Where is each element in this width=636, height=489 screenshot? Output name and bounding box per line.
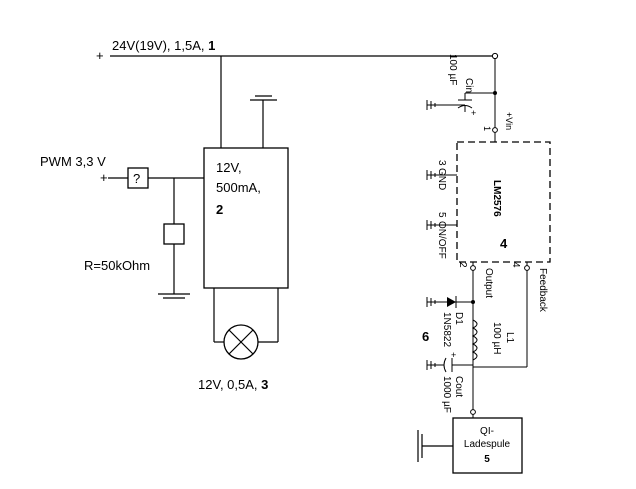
pin2-name: Output [483,268,494,298]
cout-name: Cout [453,376,464,397]
inductor-icon [471,319,478,361]
cout-value: 1000 µF [441,376,452,413]
resistor-box [163,223,185,245]
pwm-plus: + [100,170,108,185]
qi-line2: Ladespule [464,439,511,450]
pin2-number: 2 [457,262,468,268]
pin4-number: 4 [510,262,521,268]
diode-name: D1 [453,312,464,325]
cin-name: Cin [463,78,474,93]
lamp-label: 12V, 0,5A, 3 [198,377,268,392]
ic-number: 4 [500,236,508,251]
module-line1: 12V, [216,160,242,175]
pin3-number: 3 [436,160,447,166]
pin1-name: +Vin [504,112,514,130]
cin-plus: + [471,108,476,118]
pin4-name: Feedback [537,268,548,313]
diode-part: 1N5822 [441,312,452,347]
cout-plate-b [443,357,447,373]
cin-value: 100 µF [447,54,458,85]
label-6: 6 [422,329,429,344]
pin5-number: 5 [436,212,447,218]
pin2-terminal [470,265,476,271]
ic-box [456,141,551,263]
pin4-terminal [524,265,530,271]
pin3-name: GND [436,168,447,190]
lamp-cross-2 [228,329,254,355]
resistor-label: R=50kOhm [84,258,150,273]
inductor-name: L1 [504,332,515,344]
pin5-name: ON/OFF [436,221,447,259]
pwm-unknown: ? [133,171,140,186]
qi-terminal [470,409,476,415]
module-number: 2 [216,202,223,217]
pin1-terminal [492,127,498,133]
cout-plus: + [451,350,456,360]
supply-plus: + [96,48,104,63]
supply-terminal [491,52,499,60]
diode-icon [447,297,456,307]
qi-number: 5 [484,454,490,465]
pwm-label: PWM 3,3 V [40,154,106,169]
ic-name: LM2576 [491,180,502,217]
supply-label: 24V(19V), 1,5A, 1 [112,38,215,53]
module-box [203,147,289,289]
inductor-value: 100 µH [491,322,502,354]
module-line2: 500mA, [216,180,261,195]
pin1-number: 1 [482,126,492,131]
qi-line1: QI- [480,426,494,437]
